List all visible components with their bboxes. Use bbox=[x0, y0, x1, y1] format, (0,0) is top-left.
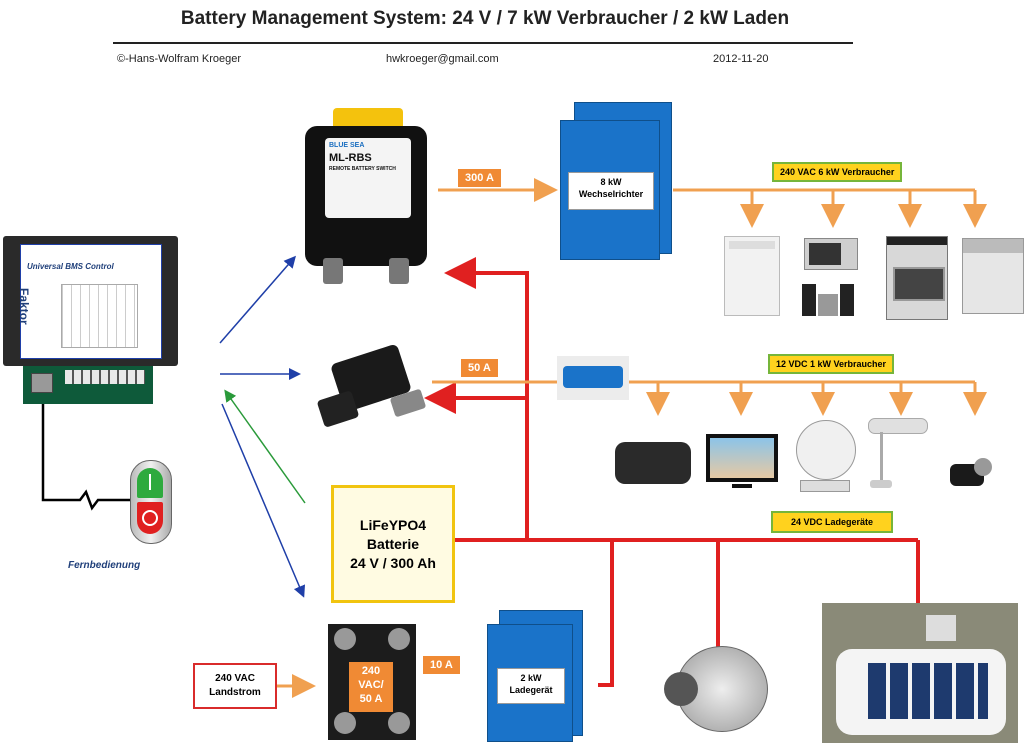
dc-chargers-label: 24 VDC Ladegeräte bbox=[771, 511, 894, 533]
inverter-8kw: 8 kW Wechselrichter bbox=[560, 100, 672, 260]
date-text: 2012-11-20 bbox=[713, 53, 769, 65]
title-divider bbox=[113, 42, 853, 44]
bms-terminal-block bbox=[65, 370, 145, 384]
blue-control-lines bbox=[219, 255, 306, 598]
bms-status-grid bbox=[61, 284, 138, 348]
dc-dc-converter bbox=[557, 356, 629, 400]
shore-voltage: 240 VAC bbox=[215, 673, 255, 684]
orange-ac-bus bbox=[275, 178, 987, 698]
shore-label: Landstrom bbox=[209, 687, 261, 698]
stereo-icon bbox=[802, 284, 856, 316]
water-pump-icon bbox=[946, 456, 996, 490]
green-feedback-line bbox=[224, 389, 306, 504]
inverter-label-name: Wechselrichter bbox=[578, 189, 644, 199]
current-label-main: 300 A bbox=[458, 169, 501, 187]
reading-lamp-icon bbox=[866, 418, 928, 490]
ssr-voltage: 240 bbox=[361, 665, 381, 677]
battery-label: Batterie bbox=[366, 535, 420, 552]
tv-icon bbox=[706, 434, 778, 490]
diagram-title: Battery Management System: 24 V / 7 kW V… bbox=[180, 8, 790, 29]
battery-chemistry: LiFeYPO4 bbox=[359, 516, 427, 533]
satellite-icon bbox=[792, 420, 856, 492]
red-dc-bus bbox=[424, 257, 920, 687]
remote-button-switch[interactable] bbox=[130, 460, 172, 544]
bms-panel-title: Universal BMS Control bbox=[27, 262, 114, 271]
email-text: hwkroeger@gmail.com bbox=[386, 53, 499, 65]
charger-2kw: 2 kW Ladegerät bbox=[487, 610, 583, 742]
ssr-unit: VAC/ bbox=[358, 679, 384, 691]
alternator-icon bbox=[662, 640, 778, 736]
battery-switch-ml-rbs: BLUE SEA ML-RBS REMOTE BATTERY SWITCH bbox=[305, 108, 427, 286]
current-label-charger: 10 A bbox=[423, 656, 460, 674]
control-relay bbox=[316, 343, 428, 435]
ssr-current: 50 A bbox=[359, 693, 383, 705]
fridge-icon bbox=[724, 236, 780, 316]
microwave-icon bbox=[804, 238, 858, 270]
solar-roof-photo bbox=[822, 603, 1018, 743]
bms-brand: Faktor bbox=[17, 288, 31, 325]
bms-control-unit: Universal BMS Control Faktor bbox=[3, 236, 178, 404]
switch-subtitle: REMOTE BATTERY SWITCH bbox=[329, 166, 396, 172]
switch-brand: BLUE SEA bbox=[329, 142, 365, 149]
remote-cable bbox=[41, 395, 130, 511]
battery-box: LiFeYPO4 Batterie 24 V / 300 Ah bbox=[331, 485, 455, 603]
author-text: ©-Hans-Wolfram Kroeger bbox=[117, 53, 242, 65]
shore-power-box: 240 VAC Landstrom bbox=[193, 663, 277, 709]
current-label-relay: 50 A bbox=[461, 359, 498, 377]
charger-power: 2 kW bbox=[520, 673, 542, 683]
switch-model: ML-RBS bbox=[329, 152, 372, 164]
ac-loads-label: 240 VAC 6 kW Verbraucher bbox=[772, 162, 903, 182]
ssr-rating: 240 VAC/ 50 A bbox=[349, 662, 393, 712]
remote-label: Fernbedienung bbox=[68, 560, 141, 571]
inverter-label-power: 8 kW bbox=[600, 177, 622, 187]
dc-loads-label: 12 VDC 1 kW Verbraucher bbox=[768, 354, 895, 374]
stove-icon bbox=[886, 236, 948, 320]
heater-icon bbox=[615, 442, 691, 484]
charger-name: Ladegerät bbox=[509, 685, 553, 695]
dishwasher-icon bbox=[962, 238, 1024, 314]
battery-rating: 24 V / 300 Ah bbox=[350, 554, 436, 571]
